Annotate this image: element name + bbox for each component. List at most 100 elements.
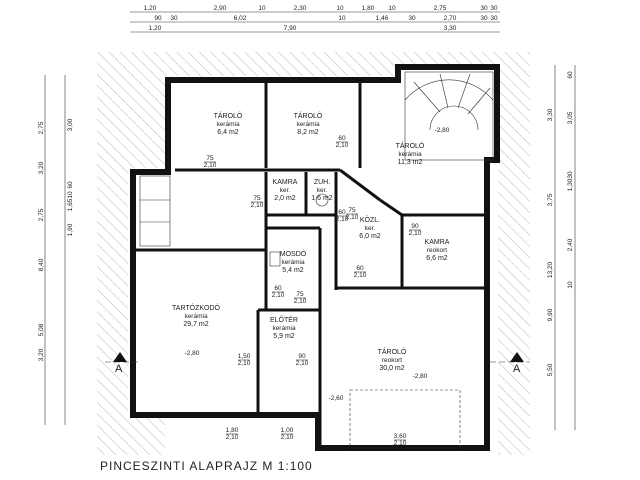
shower-fixture [315, 193, 329, 207]
top-dimension-value: 30 [480, 5, 488, 12]
door-width: 60 [338, 209, 346, 216]
door-height: 2,10 [296, 360, 309, 367]
top-dimension-value: 90 [154, 15, 162, 22]
top-dimension-value: 30 [490, 15, 498, 22]
top-dimension-value: 3,30 [444, 25, 457, 32]
right-dimension-value: 1,30 [567, 178, 574, 191]
section-marker-right: A [490, 352, 530, 375]
top-dimension-value: 10 [336, 5, 344, 12]
top-dimension-value: 30 [490, 5, 498, 12]
room-name: TARTÓZKODÓ [172, 303, 221, 312]
room-floor: kerámia [281, 259, 305, 266]
door-width: 90 [411, 223, 419, 230]
door-width: 1,50 [238, 353, 251, 360]
right-dimension-value: 2,40 [567, 238, 574, 251]
garage-door-outline [349, 389, 461, 449]
room-name: TÁROLÓ [214, 111, 243, 120]
top-dimension-value: 2,90 [214, 5, 227, 12]
door-width: 3,60 [394, 433, 407, 440]
top-dimension-value: 10 [388, 5, 396, 12]
room-area: 6,4 m2 [217, 129, 239, 136]
plan-title: PINCESZINTI ALAPRAJZ M 1:100 [100, 459, 313, 473]
top-dimension-value: 2,30 [294, 5, 307, 12]
right-dimension-value: 13,20 [547, 261, 554, 278]
room-area: 8,2 m2 [297, 129, 319, 136]
room-floor: ker. [317, 187, 328, 194]
right-dimension-value: 60 [567, 71, 574, 79]
room-name: KAMRA [273, 179, 298, 186]
room-area: 1,6 m2 [311, 195, 333, 202]
top-dimension-value: 2,70 [444, 15, 457, 22]
room-name: ELŐTÉR [270, 315, 298, 324]
top-dimension-value: 1,80 [362, 5, 375, 12]
room-name: KÖZL. [360, 216, 380, 224]
door-width: 1,00 [281, 427, 294, 434]
room-floor: kerámia [216, 121, 240, 128]
side-dimension-lines [44, 65, 576, 430]
top-dimension-value: 1,20 [149, 25, 162, 32]
room-floor: kerámia [398, 151, 422, 158]
room-floor: reokort [427, 247, 447, 254]
section-marker-left: A [105, 352, 140, 375]
door-height: 2,10 [409, 230, 422, 237]
room-floor: kerámia [296, 121, 320, 128]
section-label-right: A [513, 363, 521, 375]
room-name: KAMRA [425, 239, 450, 246]
room-name: ZUH. [314, 179, 330, 186]
right-dimension-value: 3,75 [547, 193, 554, 206]
door-height: 2,10 [394, 440, 407, 447]
top-dimension-value: 30 [408, 15, 416, 22]
door-width: 60 [274, 285, 282, 292]
left-dimension-value: 8,40 [38, 258, 45, 271]
spiral-staircase [404, 71, 494, 161]
top-dimension-value: 30 [170, 15, 178, 22]
top-dimension-row-3: 1,20 7,90 3,30 [149, 25, 457, 32]
door-height: 2,10 [336, 216, 349, 223]
door-width: 60 [356, 265, 364, 272]
room-floor: ker. [365, 225, 376, 232]
door-height: 2,10 [251, 202, 264, 209]
level-mark: -2,80 [185, 350, 200, 357]
toilet-fixture [269, 251, 281, 267]
left-dimension-value: 2,75 [38, 121, 45, 134]
level-mark: -2,80 [435, 127, 450, 134]
right-dimension-value: 30 [567, 171, 574, 179]
room-area: 5,4 m2 [282, 267, 304, 274]
door-tags: 602,10752,10752,10602,10752,10602,10902,… [204, 135, 422, 447]
top-dimension-value: 6,02 [234, 15, 247, 22]
room-area: 29,7 m2 [183, 321, 208, 328]
left-dimension-value: 2,75 [38, 208, 45, 221]
door-height: 2,10 [226, 434, 239, 441]
top-dimension-value: 7,90 [284, 25, 297, 32]
left-dimension-value: 10 [67, 191, 74, 199]
door-height: 2,10 [204, 162, 217, 169]
room-floor: reokort [382, 357, 402, 364]
room-area: 5,9 m2 [273, 333, 295, 340]
left-dimension-value: 3,20 [38, 161, 45, 174]
door-height: 2,10 [294, 298, 307, 305]
door-height: 2,10 [354, 272, 367, 279]
level-mark: -2,60 [329, 395, 344, 402]
right-dimension-value: 3,05 [567, 111, 574, 124]
right-dimension-value: 5,50 [547, 363, 554, 376]
room-name: TÁROLÓ [378, 347, 407, 356]
door-width: 75 [296, 291, 304, 298]
door-height: 2,10 [238, 360, 251, 367]
section-label-left: A [115, 363, 123, 375]
level-marks: -2,80-2,80-2,80-2,60 [185, 127, 450, 402]
top-dimension-value: 1,46 [376, 15, 389, 22]
top-dimension-chains [130, 11, 500, 33]
room-floor: kerámia [272, 325, 296, 332]
right-dimension-value: 3,30 [547, 108, 554, 121]
room-area: 30,0 m2 [379, 365, 404, 372]
room-name: MOSDÓ [280, 249, 307, 258]
room-floor: ker. [280, 187, 291, 194]
room-area: 2,0 m2 [274, 195, 296, 202]
